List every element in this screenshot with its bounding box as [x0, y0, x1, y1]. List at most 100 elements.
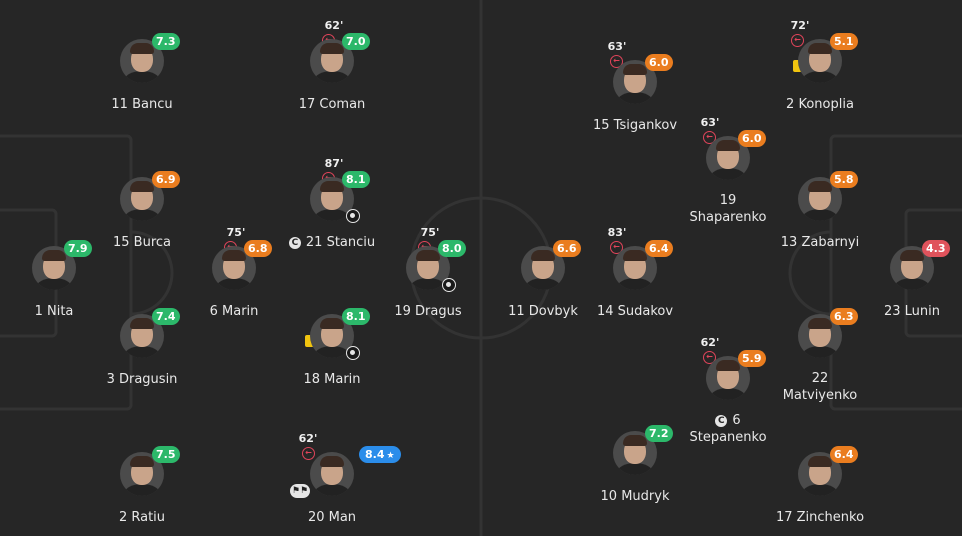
substitution-minute: 62' — [700, 336, 720, 349]
player-name: 15 Tsigankov — [592, 118, 678, 133]
player-card[interactable]: 62' ← 8.4★ ⚑⚑ 20 Man — [251, 432, 401, 536]
player-avatar — [310, 452, 354, 496]
player-name: 18 Marin — [303, 372, 361, 387]
substitution-minute: 87' — [324, 157, 344, 170]
player-name: 14 Sudakov — [596, 304, 674, 319]
player-avatar — [120, 452, 164, 496]
player-name: 10 Mudryk — [600, 489, 670, 504]
player-name: 19 Dragus — [394, 304, 462, 319]
player-avatar — [32, 246, 76, 290]
player-name: 20 Man — [307, 510, 357, 525]
player-name: 11 Bancu — [111, 97, 173, 112]
goal-ball-icon — [442, 278, 456, 292]
sub-off-icon: ← — [302, 447, 315, 460]
player-name: 13 Zabarnyi — [780, 235, 860, 250]
rating-badge: 5.8 — [830, 171, 858, 188]
rating-badge: 5.9 — [738, 350, 766, 367]
rating-badge: 7.2 — [645, 425, 673, 442]
player-card[interactable]: 6.6 11 Dovbyk — [468, 230, 618, 330]
player-card[interactable]: 7.5 2 Ratiu — [67, 436, 217, 536]
player-card[interactable]: 7.3 11 Bancu — [67, 23, 217, 123]
sub-off-icon: ← — [703, 351, 716, 364]
rating-badge: 8.1 — [342, 171, 370, 188]
rating-badge: 6.4 — [645, 240, 673, 257]
substitution-minute: 75' — [226, 226, 246, 239]
player-name: 3 Dragusin — [106, 372, 178, 387]
player-name: 23 Lunin — [883, 304, 941, 319]
captain-icon: C — [715, 415, 728, 427]
sub-off-icon: ← — [610, 55, 623, 68]
rating-badge: 6.6 — [553, 240, 581, 257]
rating-badge: 6.9 — [152, 171, 180, 188]
player-avatar — [706, 356, 750, 400]
rating-badge: 7.4 — [152, 308, 180, 325]
rating-badge: 6.0 — [645, 54, 673, 71]
player-name: 2 Ratiu — [118, 510, 166, 525]
player-card[interactable]: 7.2 10 Mudryk — [560, 415, 710, 515]
sub-off-icon: ← — [610, 241, 623, 254]
player-name: 2 Konoplia — [786, 97, 854, 112]
player-name: 6 Marin — [209, 304, 259, 319]
player-avatar — [212, 246, 256, 290]
player-avatar — [120, 39, 164, 83]
player-card[interactable]: 75' ← 8.0 19 Dragus — [353, 226, 503, 330]
substitution-minute: 62' — [324, 19, 344, 32]
rating-badge: 6.8 — [244, 240, 272, 257]
player-card[interactable]: 75' ← 6.8 6 Marin — [159, 226, 309, 330]
rating-badge: 6.3 — [830, 308, 858, 325]
rating-badge: 7.9 — [64, 240, 92, 257]
rating-badge: 7.5 — [152, 446, 180, 463]
goal-ball-icon — [346, 209, 360, 223]
player-card[interactable]: 7.9 1 Nita — [0, 230, 129, 330]
yellow-card-icon — [305, 335, 314, 347]
player-avatar — [798, 39, 842, 83]
player-card[interactable]: 83' ← 6.4 14 Sudakov — [560, 226, 710, 330]
rating-badge: 7.0 — [342, 33, 370, 50]
substitution-minute: 75' — [420, 226, 440, 239]
player-card[interactable]: 7.4 3 Dragusin — [67, 298, 217, 398]
substitution-minute: 63' — [700, 116, 720, 129]
player-name: 17 Coman — [298, 97, 366, 112]
player-card[interactable]: 63' ← 6.0 15 Tsigankov — [560, 40, 710, 144]
player-card[interactable]: 5.8 13 Zabarnyi — [745, 161, 895, 261]
sub-off-icon: ← — [703, 131, 716, 144]
sub-off-icon: ← — [791, 34, 804, 47]
rating-badge: 4.3 — [922, 240, 950, 257]
player-name: 15 Burca — [112, 235, 172, 250]
player-avatar — [706, 136, 750, 180]
player-card[interactable]: 62' ← 7.0 17 Coman — [257, 19, 407, 123]
player-card[interactable]: 6.4 17 Zinchenko — [745, 436, 895, 536]
player-name: 17 Zinchenko — [775, 510, 865, 525]
substitution-minute: 83' — [607, 226, 627, 239]
player-name: 11 Dovbyk — [508, 304, 578, 319]
assist-boot-icon: ⚑⚑ — [290, 484, 310, 498]
player-card[interactable]: 72' ← 5.1 2 Konoplia — [745, 19, 895, 123]
player-avatar — [890, 246, 934, 290]
captain-icon: C — [288, 237, 301, 249]
rating-badge: 6.4 — [830, 446, 858, 463]
substitution-minute: 72' — [790, 19, 810, 32]
substitution-minute: 63' — [607, 40, 627, 53]
yellow-card-icon — [793, 60, 802, 72]
player-card[interactable]: 8.1 18 Marin — [257, 298, 407, 398]
player-card[interactable]: 4.3 23 Lunin — [837, 230, 962, 330]
substitution-minute: 62' — [298, 432, 318, 445]
rating-badge: 7.3 — [152, 33, 180, 50]
rating-badge: 6.0 — [738, 130, 766, 147]
goal-ball-icon — [346, 346, 360, 360]
star-icon: ★ — [386, 451, 395, 461]
player-name: 1 Nita — [34, 304, 74, 319]
player-card[interactable]: 6.9 15 Burca — [67, 161, 217, 261]
rating-badge: 8.0 — [438, 240, 466, 257]
player-avatar — [120, 177, 164, 221]
player-card[interactable]: 87' ← 8.1 C21 Stanciu — [257, 157, 407, 261]
rating-badge: 8.1 — [342, 308, 370, 325]
